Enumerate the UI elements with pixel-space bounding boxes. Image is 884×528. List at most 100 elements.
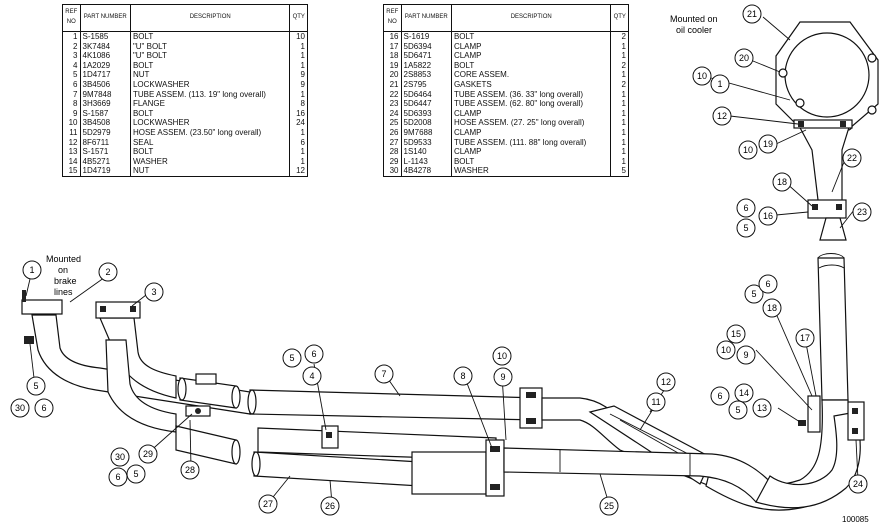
cell-part: 1D4717 [80, 70, 131, 80]
callout-circle [282, 348, 302, 368]
cell-qty: 1 [289, 89, 308, 100]
label-line: Mounted [46, 254, 81, 264]
callout-3: 3 [144, 282, 164, 302]
callout-number: 6 [311, 349, 316, 359]
callout-2: 2 [98, 262, 118, 282]
cell-part: 1S140 [401, 147, 452, 157]
callout-number: 6 [765, 279, 770, 289]
callout-number: 5 [33, 381, 38, 391]
callout-circle [180, 460, 200, 480]
callout-number: 12 [661, 377, 671, 387]
cell-ref: 11 [62, 127, 81, 138]
cell-ref: 19 [383, 60, 402, 71]
callout-5: 5 [26, 376, 46, 396]
cell-qty: 1 [610, 147, 629, 157]
callout-25: 25 [599, 496, 619, 516]
callout-number: 9 [500, 372, 505, 382]
callout-number: 6 [115, 472, 120, 482]
header-qty: QTY [289, 4, 308, 32]
callout-6: 6 [736, 198, 756, 218]
cell-part: 4K1086 [80, 51, 131, 61]
cell-qty: 2 [610, 79, 629, 90]
cell-ref: 24 [383, 108, 402, 119]
cell-qty: 12 [289, 166, 308, 177]
cell-part: 2S795 [401, 79, 452, 90]
cell-desc: HOSE ASSEM. (23.50" long overall) [132, 127, 262, 137]
callout-7: 7 [374, 364, 394, 384]
callout-circle [758, 206, 778, 226]
callout-number: 1 [717, 79, 722, 89]
cell-ref: 7 [62, 89, 81, 100]
callout-number: 18 [777, 177, 787, 187]
callout-number: 20 [739, 53, 749, 63]
callout-circle [258, 494, 278, 514]
lower-tube-run [99, 317, 861, 509]
callout-12: 12 [656, 372, 676, 392]
callout-15: 15 [726, 324, 746, 344]
cell-part: 3B4508 [80, 118, 131, 128]
callout-number: 7 [381, 369, 386, 379]
callout-23: 23 [852, 202, 872, 222]
cell-qty: 9 [289, 70, 308, 80]
callout-24: 24 [848, 474, 868, 494]
label-line: brake [54, 276, 77, 286]
callout-number: 10 [697, 71, 707, 81]
callout-number: 29 [143, 449, 153, 459]
label-line: lines [54, 287, 73, 297]
cell-qty: 1 [610, 99, 629, 109]
cell-qty: 1 [289, 60, 308, 71]
callout-number: 3 [151, 287, 156, 297]
cell-desc: WASHER [451, 166, 611, 177]
cell-qty: 1 [610, 108, 629, 119]
cell-part: 5D6393 [401, 108, 452, 119]
cell-qty: 1 [289, 127, 308, 138]
callout-number: 5 [133, 469, 138, 479]
cell-qty: 1 [610, 137, 629, 148]
cell-desc: WASHER [132, 156, 168, 166]
callout-circle [304, 344, 324, 364]
callout-circle [758, 274, 778, 294]
callout-6: 6 [758, 274, 778, 294]
label-brake-lines: Mounted on brake lines [46, 254, 81, 297]
cell-desc: SEAL [132, 137, 154, 147]
callout-27: 27 [258, 494, 278, 514]
cell-qty: 1 [289, 51, 308, 61]
callout-circle [795, 328, 815, 348]
cell-ref: 23 [383, 99, 402, 109]
callout-10: 10 [738, 140, 758, 160]
callout-circle [712, 106, 732, 126]
cell-part: 9M7688 [401, 127, 452, 138]
callout-5: 5 [126, 464, 146, 484]
cell-ref: 21 [383, 79, 402, 90]
callout-circle [852, 202, 872, 222]
cell-qty: 24 [289, 118, 308, 128]
callout-29: 29 [138, 444, 158, 464]
callout-5: 5 [282, 348, 302, 368]
table-header-row: REF NO PART NUMBER DESCRIPTION QTY [383, 4, 629, 32]
cell-desc: CLAMP [453, 108, 482, 118]
callout-number: 12 [717, 111, 727, 121]
callout-number: 24 [853, 479, 863, 489]
label-line: oil cooler [676, 25, 712, 35]
cell-part: 5D9533 [401, 137, 452, 148]
callout-number: 17 [800, 333, 810, 343]
cell-ref: 6 [62, 79, 81, 90]
callout-number: 15 [731, 329, 741, 339]
cell-ref: 12 [62, 137, 81, 148]
callout-30: 30 [110, 447, 130, 467]
callout-30: 30 [10, 398, 30, 418]
